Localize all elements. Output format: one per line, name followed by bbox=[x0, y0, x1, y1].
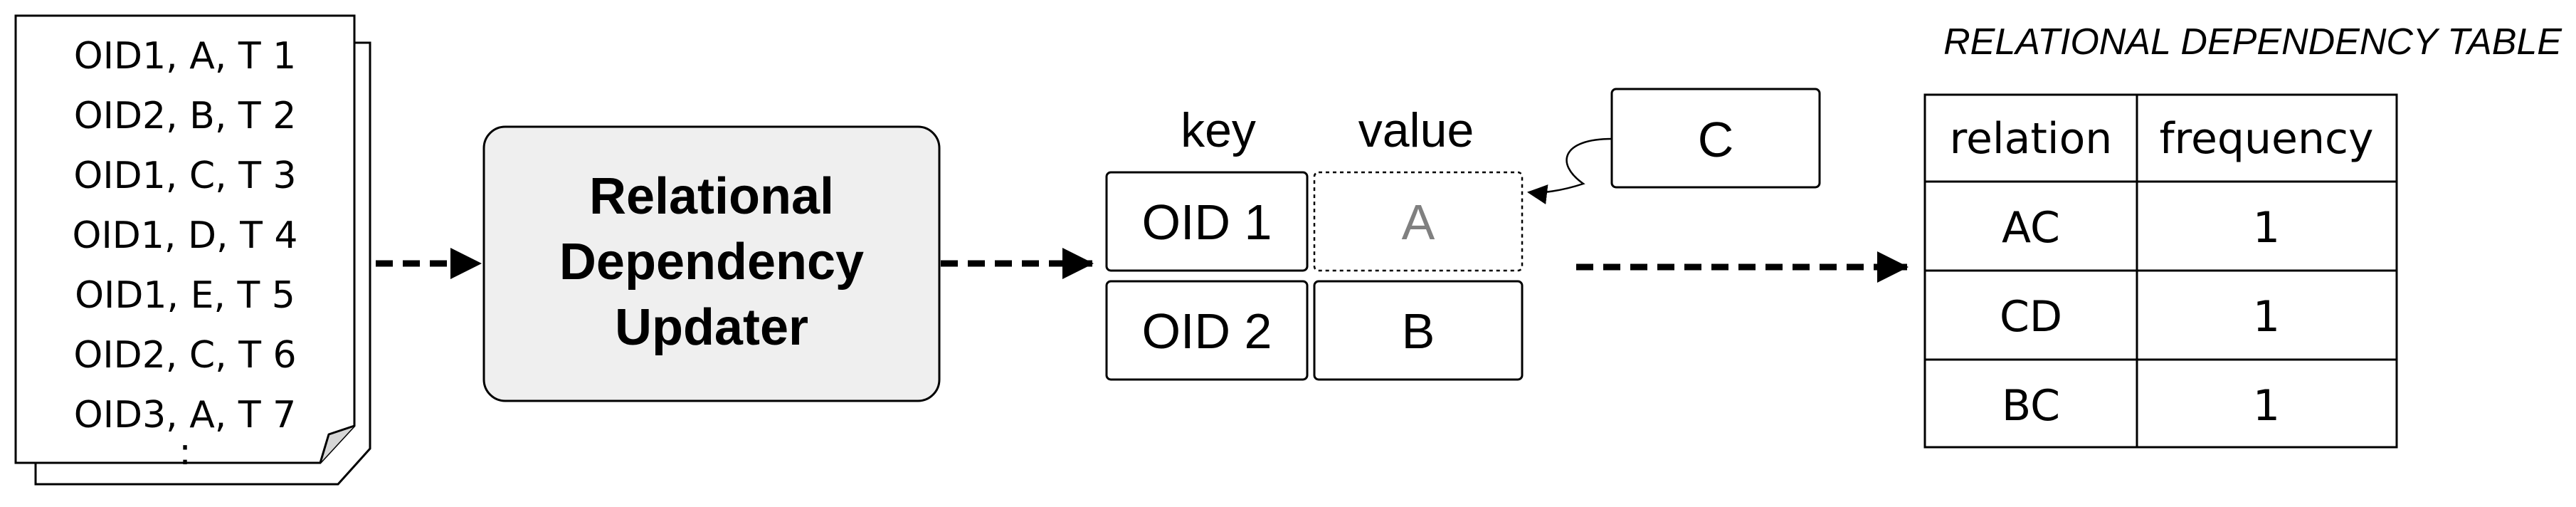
table-header-relation: relation bbox=[1950, 114, 2113, 164]
updater-label-line: Relational bbox=[589, 168, 834, 225]
table-cell-relation: AC bbox=[2002, 203, 2060, 253]
value-header: value bbox=[1358, 103, 1474, 157]
incoming-value-connector bbox=[1527, 137, 1612, 204]
document-line: OID2, C, T 6 bbox=[73, 334, 296, 377]
document-line: OID1, A, T 1 bbox=[74, 35, 296, 78]
table-cell-frequency: 1 bbox=[2253, 292, 2280, 342]
key-cell bbox=[1105, 280, 1309, 381]
table-title: RELATIONAL DEPENDENCY TABLE bbox=[1943, 21, 2562, 63]
incoming-value-text: C bbox=[1698, 112, 1734, 167]
document-line: OID2, B, T 2 bbox=[74, 95, 297, 137]
relational-dependency-updater: Relational Dependency Updater bbox=[482, 125, 941, 402]
document-fold-icon bbox=[319, 424, 355, 464]
value-cell-text-faded: A bbox=[1402, 194, 1435, 250]
document-line: OID1, C, T 3 bbox=[73, 155, 296, 197]
table-cell-relation: BC bbox=[2002, 381, 2060, 431]
updater-label-line: Dependency bbox=[559, 234, 864, 291]
key-cell-text: OID 1 bbox=[1142, 194, 1272, 250]
table-header-frequency: frequency bbox=[2160, 114, 2374, 164]
table-cell-relation: CD bbox=[2000, 292, 2062, 342]
key-cell-text: OID 2 bbox=[1142, 303, 1272, 359]
document-ellipsis: : bbox=[179, 431, 191, 474]
value-cell-pending bbox=[1313, 171, 1524, 272]
updater-box bbox=[482, 125, 941, 402]
table-cell-frequency: 1 bbox=[2253, 381, 2280, 431]
table-cell-frequency: 1 bbox=[2253, 203, 2280, 253]
key-cell bbox=[1105, 171, 1309, 272]
key-header: key bbox=[1181, 103, 1256, 157]
key-value-store: key value OID 1 A OID 2 B C bbox=[1105, 88, 1821, 381]
updater-label-line: Updater bbox=[615, 299, 808, 356]
document-line: OID1, D, T 4 bbox=[73, 214, 298, 257]
value-cell bbox=[1313, 280, 1524, 381]
transaction-log-document: OID1, A, T 1 OID2, B, T 2 OID1, C, T 3 O… bbox=[14, 14, 371, 486]
document-line: OID3, A, T 7 bbox=[74, 394, 296, 437]
document-line: OID1, E, T 5 bbox=[75, 274, 295, 317]
relational-dependency-table: RELATIONAL DEPENDENCY TABLE relation fre… bbox=[1923, 21, 2562, 449]
value-cell-text: B bbox=[1402, 303, 1435, 359]
